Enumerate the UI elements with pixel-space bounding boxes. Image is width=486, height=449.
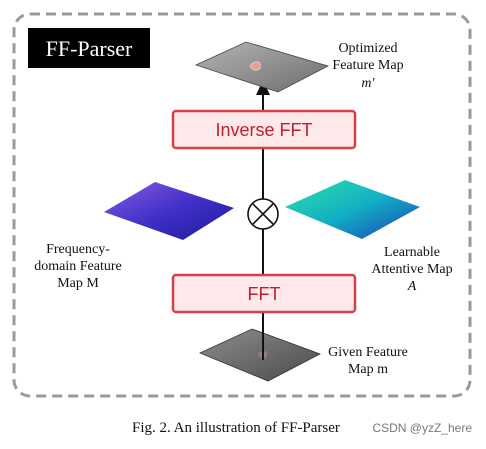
learnable-label-line3: A [407, 279, 417, 294]
optimized-label-line2: Feature Map [332, 58, 403, 73]
frequency-domain-map [104, 182, 234, 240]
figure-caption: Fig. 2. An illustration of FF-Parser [132, 420, 340, 436]
frequency-label-line3: Map M [57, 276, 99, 291]
optimized-label-line3: m′ [361, 76, 375, 91]
given-feature-map [199, 328, 321, 382]
learnable-label: Learnable Attentive Map A [371, 245, 452, 294]
optimized-label-line1: Optimized [338, 41, 397, 56]
title-badge: FF-Parser [28, 28, 150, 68]
frequency-label-line1: Frequency- [46, 242, 110, 257]
inverse-fft-block: Inverse FFT [171, 109, 357, 150]
given-label-line2: Map m [348, 362, 388, 377]
learnable-label-line1: Learnable [384, 245, 440, 260]
learnable-attentive-map [285, 180, 420, 239]
optimized-label: Optimized Feature Map m′ [332, 41, 403, 91]
learnable-label-line2: Attentive Map [371, 262, 452, 277]
csdn-watermark: CSDN @yzZ_here [372, 421, 472, 435]
frequency-label: Frequency- domain Feature Map M [34, 242, 121, 291]
fft-block: FFT [171, 273, 357, 314]
flow-arrow-head [256, 80, 270, 95]
title-badge-text: FF-Parser [46, 36, 133, 61]
fft-label: FFT [248, 284, 281, 304]
multiply-operator-icon [247, 198, 279, 230]
given-label: Given Feature Map m [328, 345, 408, 377]
dashed-frame [12, 12, 472, 398]
frequency-label-line2: domain Feature [34, 259, 121, 274]
given-label-line1: Given Feature [328, 345, 408, 360]
optimized-feature-map [194, 41, 330, 93]
inverse-fft-label: Inverse FFT [215, 120, 312, 140]
